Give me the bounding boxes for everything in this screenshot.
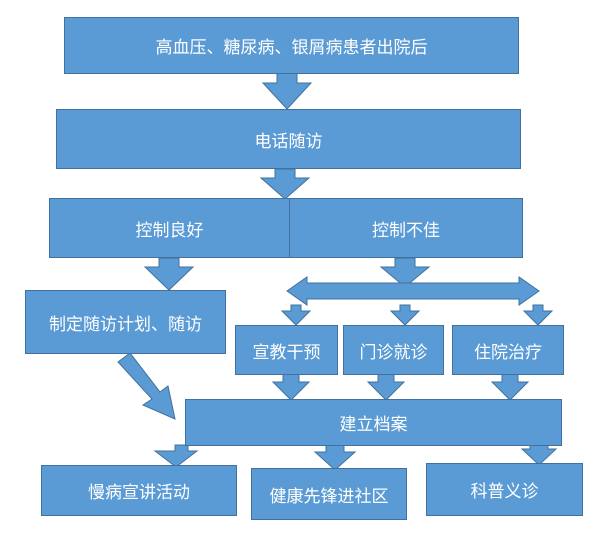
arrow-clinic-to-archive [366, 373, 406, 401]
node-phone-followup: 电话随访 [56, 109, 521, 169]
node-discharge: 高血压、糖尿病、银屑病患者出院后 [64, 17, 519, 74]
arrow-branch-to-clinic [389, 304, 421, 326]
node-clinic-visit: 门诊就诊 [343, 325, 444, 375]
node-health-pioneer: 健康先锋进社区 [251, 468, 407, 520]
arrow-archive-to-pioneer [313, 444, 357, 471]
arrow-discharge-to-phone [261, 72, 313, 110]
arrow-branch-to-edu [280, 304, 312, 326]
arrow-poor-to-branch [379, 257, 431, 288]
arrow-archive-to-science [520, 444, 558, 466]
arrow-good-to-plan [143, 257, 195, 291]
node-control-poor: 控制不佳 [289, 198, 523, 258]
arrow-branch-to-hospital [522, 304, 554, 326]
arrow-archive-to-chronic [153, 444, 199, 468]
node-archive: 建立档案 [185, 399, 562, 446]
node-followup-plan: 制定随访计划、随访 [25, 290, 226, 354]
arrow-plan-to-archive [117, 352, 176, 420]
node-education: 宣教干预 [235, 325, 338, 375]
arrow-phone-to-control [259, 168, 311, 200]
arrow-branch-bar [286, 276, 540, 306]
node-control-good: 控制良好 [49, 198, 290, 258]
arrow-hospital-to-archive [490, 373, 530, 401]
node-science-clinic: 科普义诊 [426, 463, 583, 516]
node-hospitalization: 住院治疗 [452, 325, 564, 375]
arrow-edu-to-archive [271, 373, 311, 401]
node-chronic-lecture: 慢病宣讲活动 [41, 465, 237, 516]
